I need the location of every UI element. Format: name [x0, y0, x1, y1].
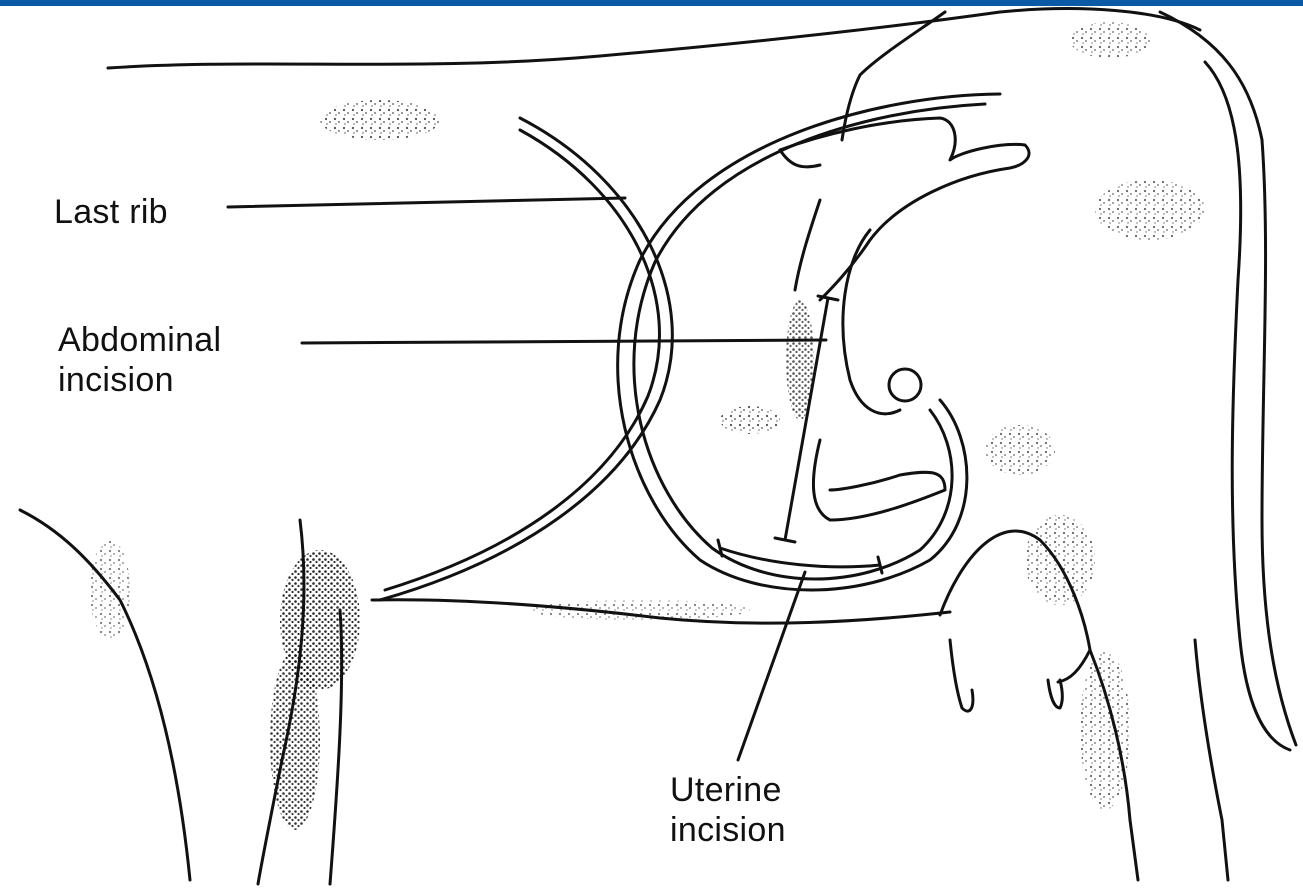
label-uterine-line2: incision	[670, 810, 786, 850]
calf-leg	[813, 440, 945, 520]
cow-tail	[1205, 62, 1290, 750]
calf-body	[843, 230, 900, 414]
label-abdominal-line2: incision	[58, 360, 221, 400]
label-abdominal-incision: Abdominal incision	[58, 320, 221, 400]
cow-hind-leg-outline	[1195, 640, 1228, 880]
cow-tail-inner	[1262, 140, 1296, 745]
label-uterine-line1: Uterine	[670, 770, 786, 810]
cow-rump-line	[1160, 12, 1262, 140]
uterine-incision-leader	[738, 572, 805, 760]
last-rib-leader	[228, 198, 625, 207]
label-abdominal-line1: Abdominal	[58, 320, 221, 360]
abdominal-incision-leader	[302, 340, 826, 343]
calf-ear	[780, 150, 820, 167]
label-uterine-incision: Uterine incision	[670, 770, 786, 850]
cow-back-line	[108, 9, 1200, 68]
label-last-rib-text: Last rib	[54, 192, 168, 232]
calf-neck	[795, 200, 820, 290]
label-last-rib: Last rib	[54, 192, 168, 232]
uterine-incision-mark	[718, 540, 882, 573]
calf-hoof	[889, 369, 921, 401]
